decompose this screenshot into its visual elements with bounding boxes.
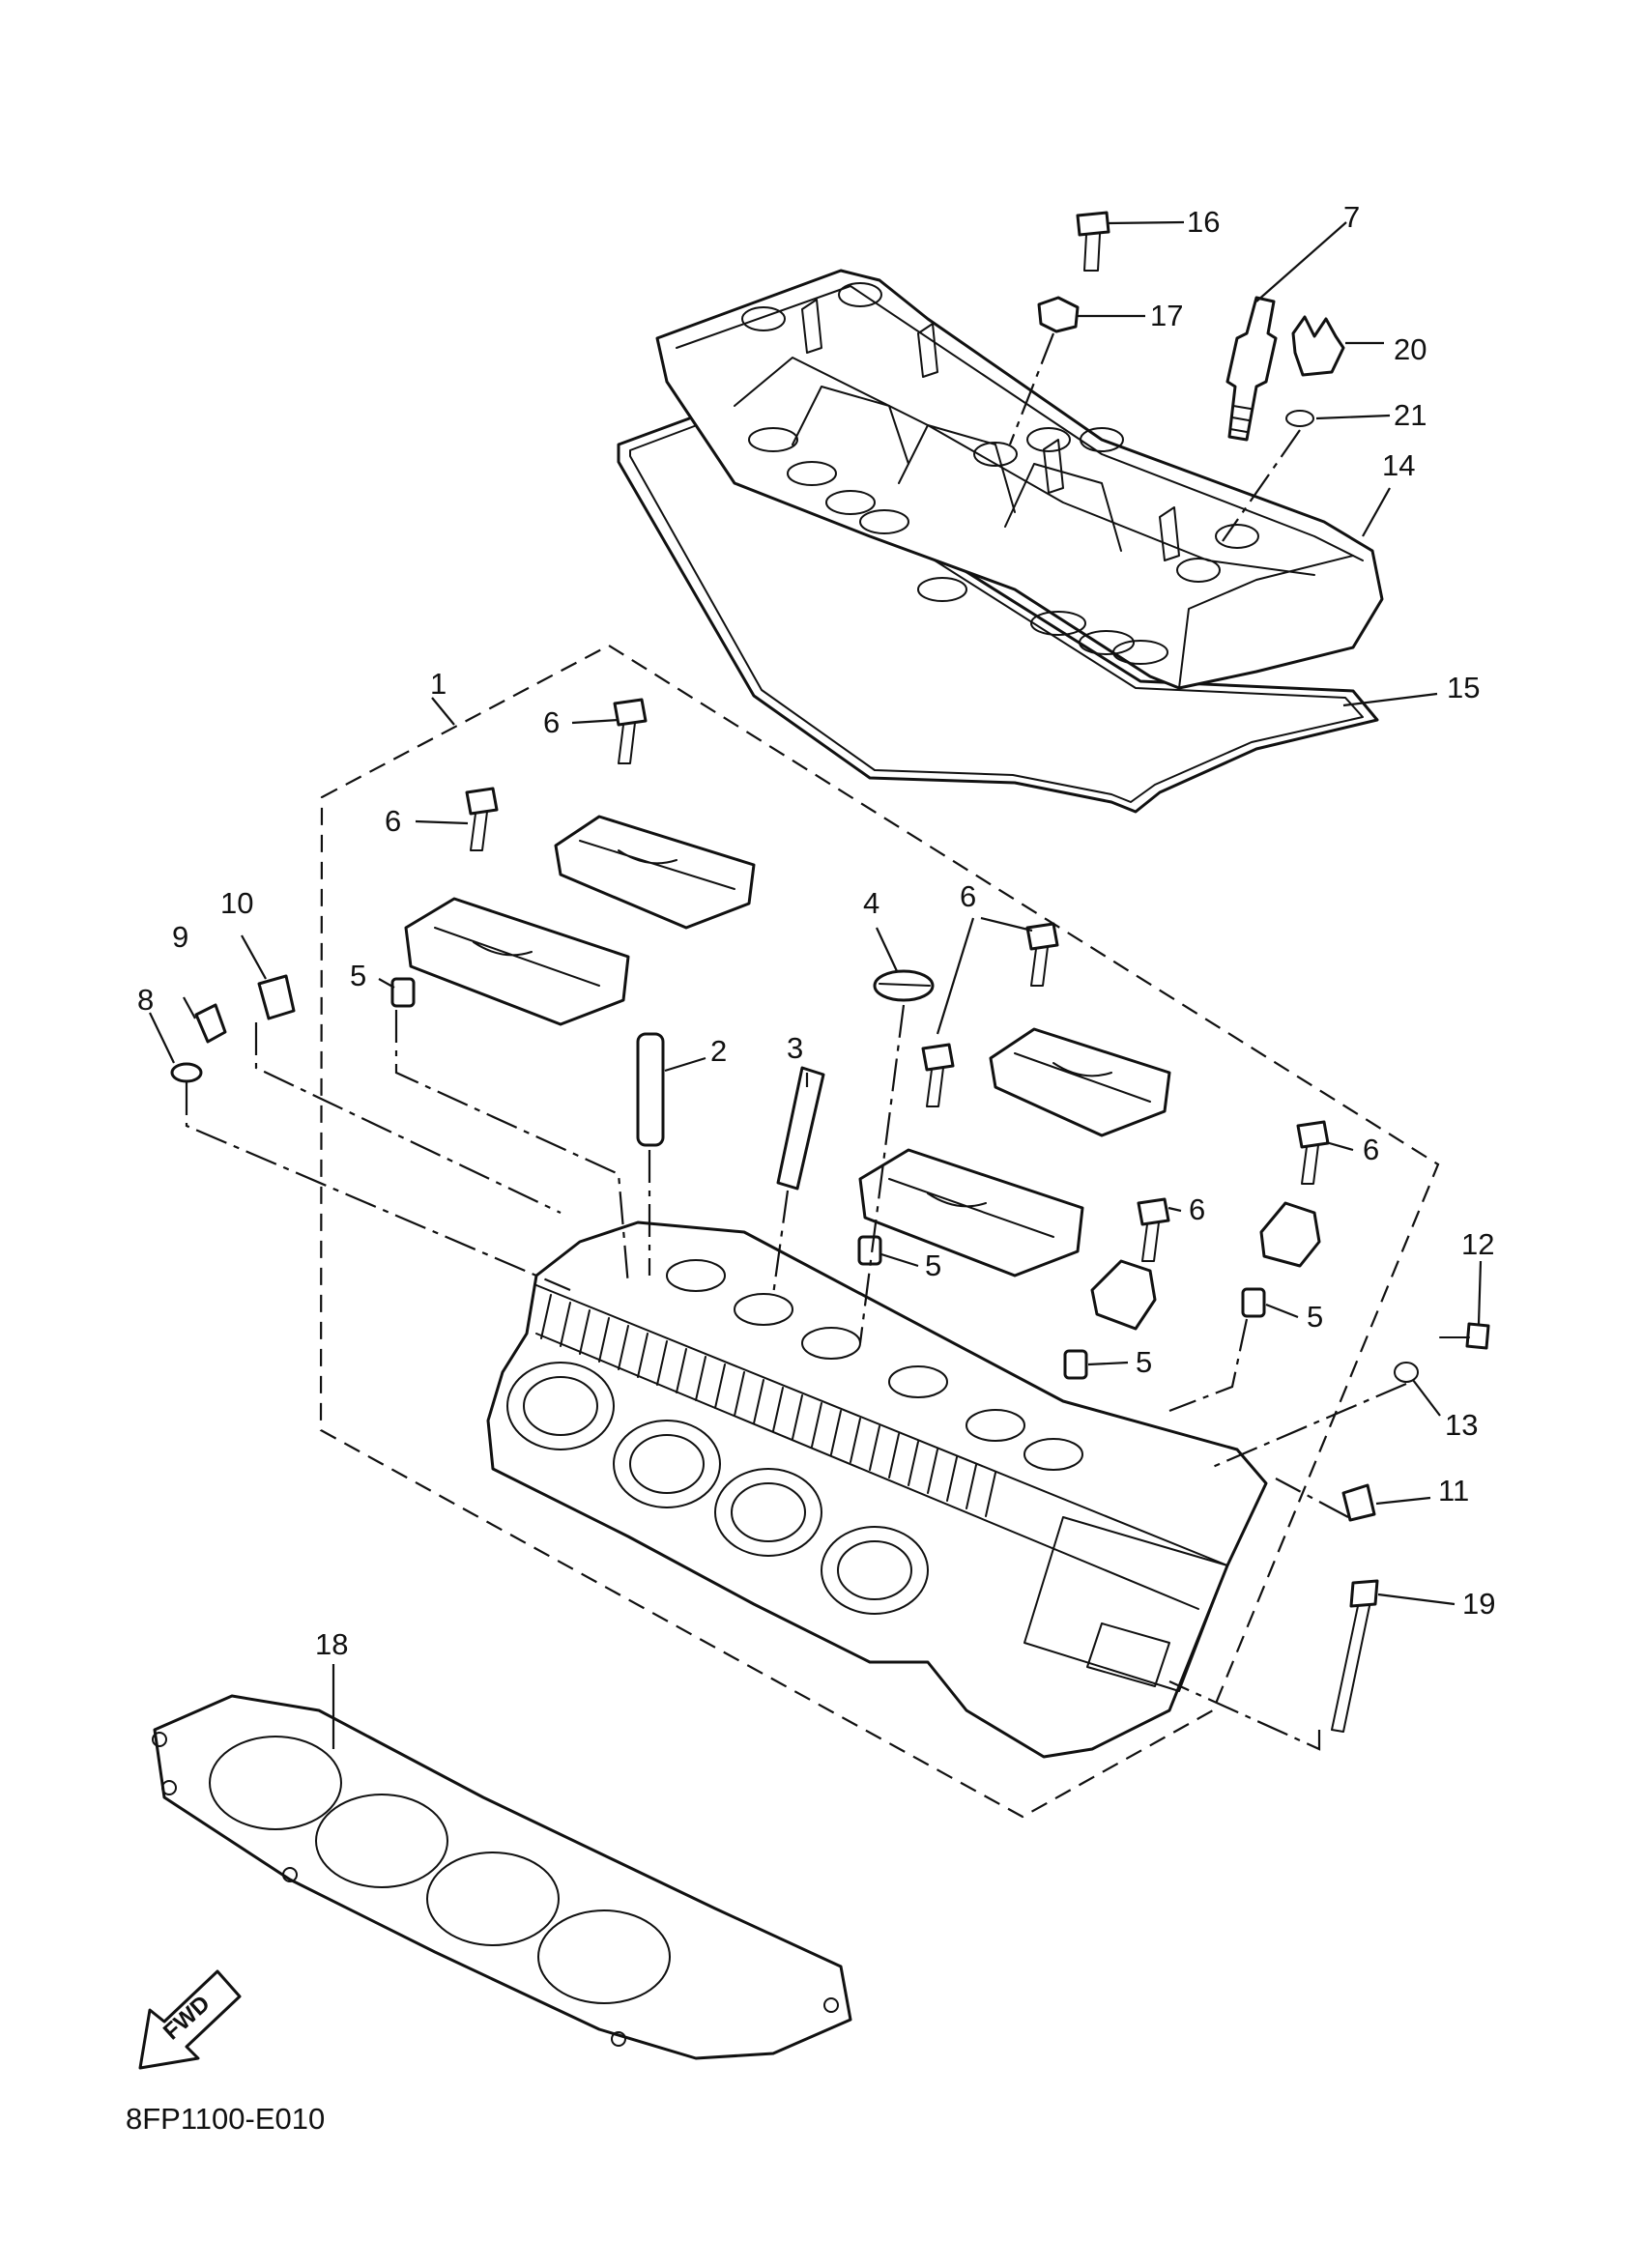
callout-6c: 6 — [960, 879, 976, 913]
callout-13: 13 — [1445, 1408, 1478, 1442]
callout-19: 19 — [1462, 1587, 1495, 1621]
leader-lines — [149, 220, 1483, 1751]
blind-plug — [873, 969, 935, 1002]
callout-16: 16 — [1187, 205, 1220, 239]
callout-3: 3 — [787, 1031, 803, 1065]
diagram-code: 8FP1100-E010 — [126, 2102, 326, 2136]
cylinder-head — [486, 1220, 1268, 1759]
small-fasteners-left — [170, 974, 296, 1083]
callout-17: 17 — [1150, 299, 1183, 332]
assembly-boundary — [319, 644, 1440, 1819]
callout-5b: 5 — [925, 1249, 941, 1282]
callout-1: 1 — [430, 667, 447, 701]
bolts-6 — [465, 698, 1330, 1262]
plug-cap — [1285, 315, 1345, 427]
cover-bolt — [1076, 211, 1110, 272]
callout-18: 18 — [315, 1627, 348, 1661]
small-fasteners-right — [1331, 1322, 1490, 1733]
camshaft-cap-upper-right — [989, 1027, 1171, 1137]
callout-8: 8 — [137, 983, 154, 1017]
callout-20: 20 — [1394, 332, 1427, 366]
callout-21: 21 — [1394, 398, 1427, 432]
forward-direction-icon: FWD — [138, 1969, 242, 2070]
callout-6a: 6 — [543, 705, 560, 739]
spark-plug — [1225, 296, 1278, 442]
cylinder-head-cover — [617, 269, 1384, 814]
cylinder-head-gasket — [152, 1694, 852, 2060]
camshaft-cap-upper-left — [554, 815, 756, 930]
callout-15: 15 — [1447, 671, 1480, 704]
callout-5c: 5 — [1136, 1345, 1152, 1379]
callout-2: 2 — [710, 1034, 727, 1068]
callout-11: 11 — [1438, 1474, 1469, 1507]
callout-12: 12 — [1461, 1227, 1494, 1261]
callout-14: 14 — [1382, 448, 1415, 482]
callout-5d: 5 — [1307, 1300, 1323, 1334]
callout-4: 4 — [863, 886, 879, 920]
callout-9: 9 — [172, 920, 188, 954]
cam-chain-guide-cap-2 — [1259, 1201, 1321, 1268]
callout-labels: 1 2 3 4 5 5 5 5 6 6 6 6 6 7 8 9 10 11 12… — [137, 200, 1495, 1661]
camshaft-cap-lower-left — [404, 897, 630, 1026]
valve-guide — [636, 1032, 825, 1191]
dowel-pins — [390, 977, 1266, 1380]
callout-6d: 6 — [1363, 1133, 1379, 1166]
callout-7: 7 — [1343, 200, 1360, 234]
cam-chain-guide-cap-1 — [1090, 1259, 1157, 1331]
cover-grommet — [1037, 296, 1080, 333]
camshaft-cap-lower-right — [858, 1148, 1084, 1278]
callout-6b: 6 — [385, 804, 401, 838]
callout-5a: 5 — [350, 959, 366, 992]
callout-10: 10 — [220, 886, 253, 920]
callout-6e: 6 — [1189, 1192, 1205, 1226]
